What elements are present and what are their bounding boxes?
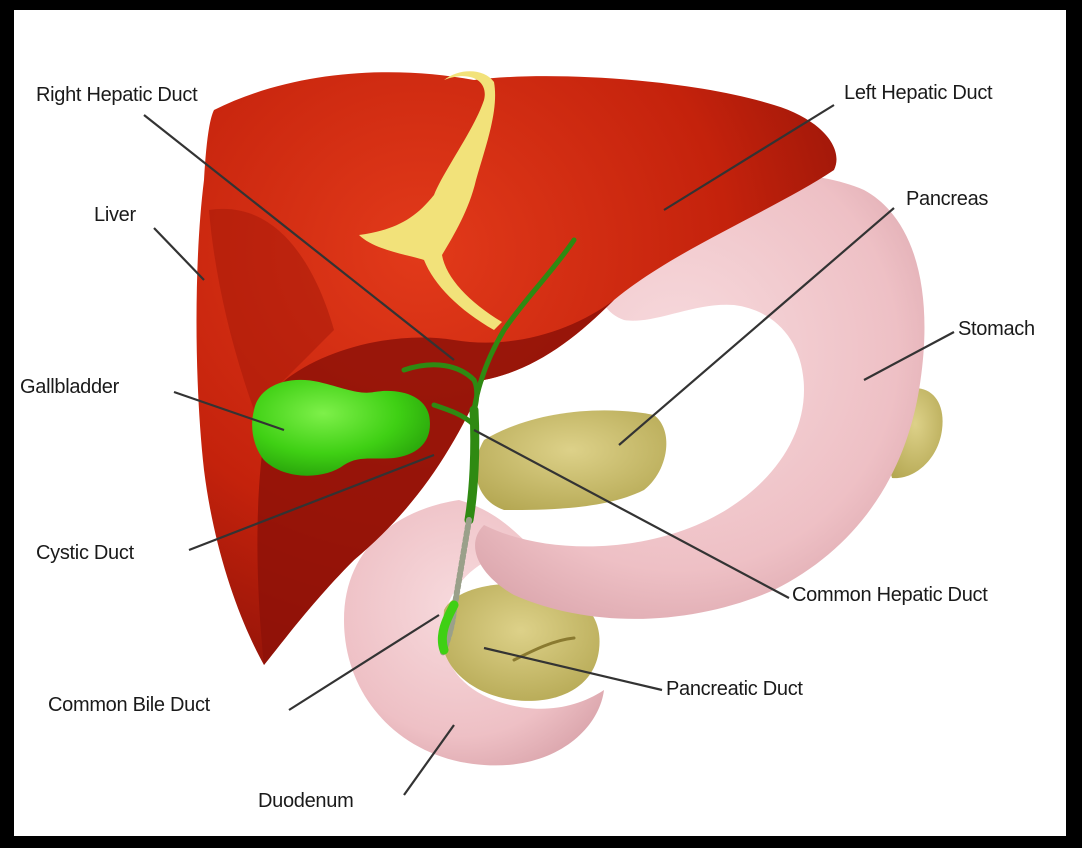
label-right-hepatic-duct: Right Hepatic Duct: [36, 84, 197, 107]
pancreas: [476, 410, 667, 510]
label-common-hepatic-duct: Common Hepatic Duct: [792, 584, 987, 607]
label-cystic-duct: Cystic Duct: [36, 542, 134, 565]
label-gallbladder: Gallbladder: [20, 376, 119, 399]
label-liver: Liver: [94, 204, 136, 227]
diagram-canvas: Right Hepatic Duct Left Hepatic Duct Liv…: [14, 10, 1066, 836]
label-pancreas: Pancreas: [906, 188, 988, 211]
label-common-bile-duct: Common Bile Duct: [48, 694, 210, 717]
label-stomach: Stomach: [958, 318, 1035, 341]
label-duodenum: Duodenum: [258, 790, 353, 813]
label-left-hepatic-duct: Left Hepatic Duct: [844, 82, 992, 105]
label-pancreatic-duct: Pancreatic Duct: [666, 678, 803, 701]
